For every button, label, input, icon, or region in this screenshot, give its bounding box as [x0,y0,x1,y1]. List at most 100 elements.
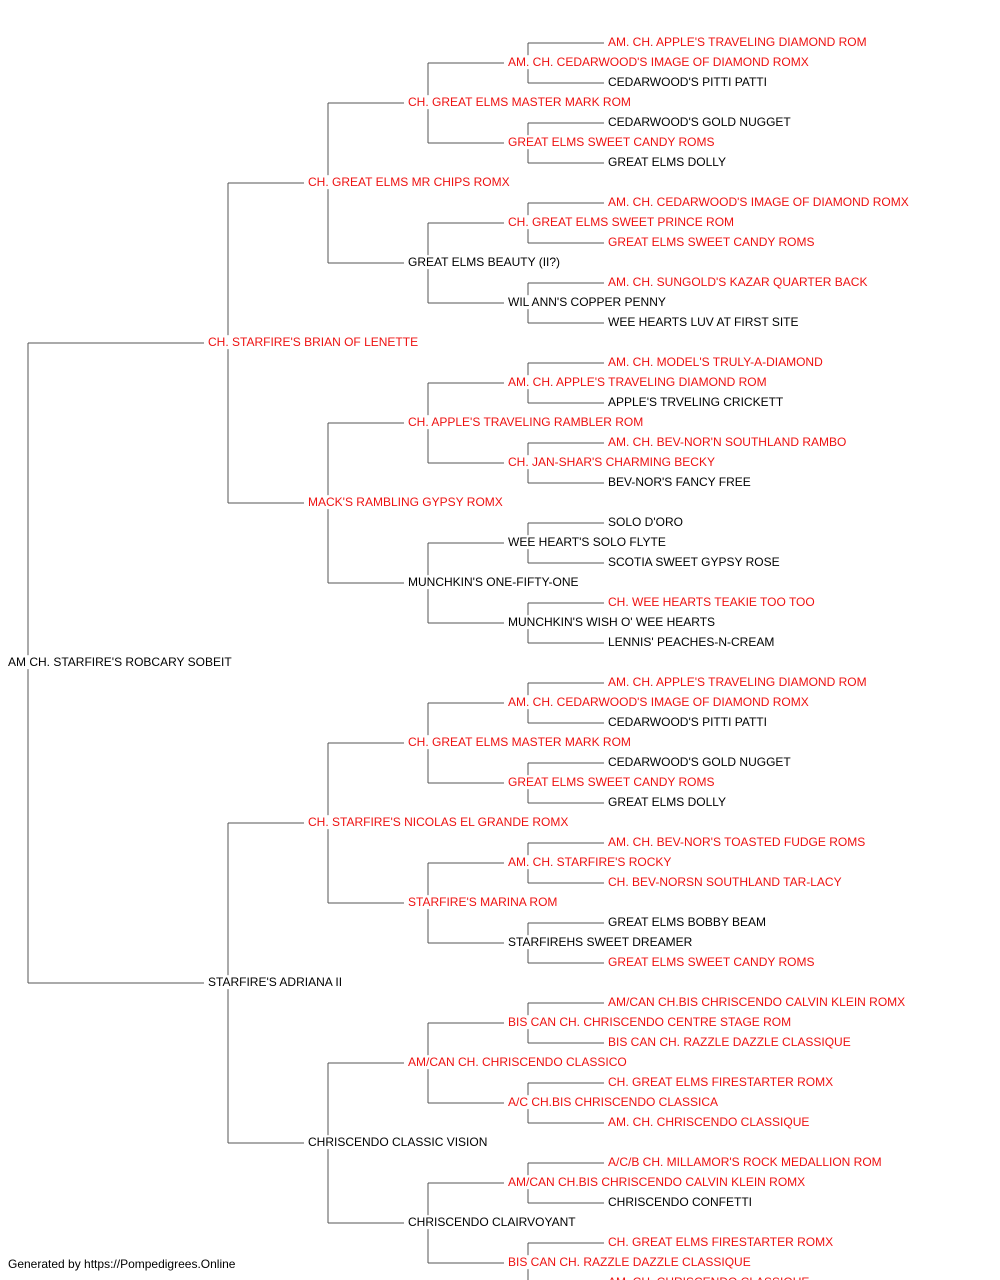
ggg-grandparent-name: CEDARWOOD'S PITTI PATTI [608,75,767,89]
gg-grandparent-name: CH. GREAT ELMS SWEET PRINCE ROM [508,215,734,229]
gg-grandparent-name: BIS CAN CH. CHRISCENDO CENTRE STAGE ROM [508,1015,791,1029]
label-background [406,415,646,430]
label-background [606,195,911,210]
label-background [606,635,777,650]
label-background [506,615,718,630]
label-background [606,1155,884,1170]
label-background [606,995,908,1010]
ggg-grandparent-name: LENNIS' PEACHES-N-CREAM [608,635,774,649]
label-background [606,515,685,530]
gg-grandparent-name: STARFIREHS SWEET DREAMER [508,935,693,949]
gg-grandparent-name: AM. CH. CEDARWOOD'S IMAGE OF DIAMOND ROM… [508,55,809,69]
gg-grandparent-name: WIL ANN'S COPPER PENNY [508,295,666,309]
great-grandparent-name: CH. GREAT ELMS MASTER MARK ROM [408,95,631,109]
gg-grandparent-name: MUNCHKIN'S WISH O' WEE HEARTS [508,615,715,629]
great-grandparent-name: AM/CAN CH. CHRISCENDO CLASSICO [408,1055,627,1069]
ggg-grandparent-name: CH. GREAT ELMS FIRESTARTER ROMX [608,1235,833,1249]
ggg-grandparent-name: APPLE'S TRVELING CRICKETT [608,395,784,409]
grandparent-name: CH. GREAT ELMS MR CHIPS ROMX [308,175,510,189]
label-background [406,735,633,750]
great-grandparent-name: CHRISCENDO CLAIRVOYANT [408,1215,576,1229]
label-background [506,1255,753,1270]
label-background [606,475,753,490]
label-background [306,1135,490,1150]
label-background [606,955,817,970]
ggg-grandparent-name: CH. GREAT ELMS FIRESTARTER ROMX [608,1075,833,1089]
label-background [606,235,817,250]
ggg-grandparent-name: CH. WEE HEARTS TEAKIE TOO TOO [608,595,815,609]
label-background [606,1235,836,1250]
ggg-grandparent-name: WEE HEARTS LUV AT FIRST SITE [608,315,799,329]
ggg-grandparent-name: AM. CH. CEDARWOOD'S IMAGE OF DIAMOND ROM… [608,195,909,209]
great-grandparent-name: STARFIRE'S MARINA ROM [408,895,557,909]
label-background [606,1075,836,1090]
label-background [606,115,794,130]
ggg-grandparent-name: BEV-NOR'S FANCY FREE [608,475,751,489]
label-background [606,315,801,330]
ggg-grandparent-name: GREAT ELMS BOBBY BEAM [608,915,766,929]
great-grandparent-name: GREAT ELMS BEAUTY (II?) [408,255,560,269]
label-background [506,455,717,470]
label-background [606,795,729,810]
ggg-grandparent-name: GREAT ELMS SWEET CANDY ROMS [608,955,814,969]
ggg-grandparent-name: CH. BEV-NORSN SOUTHLAND TAR-LACY [608,875,842,889]
label-background [606,1115,812,1130]
gg-grandparent-name: GREAT ELMS SWEET CANDY ROMS [508,775,714,789]
label-background [506,55,811,70]
label-background [606,395,786,410]
label-background [606,1195,754,1210]
label-background [506,775,717,790]
label-background [506,1015,794,1030]
label-background [506,935,695,950]
ggg-grandparent-name: GREAT ELMS SWEET CANDY ROMS [608,235,814,249]
grandparent-name: CH. STARFIRE'S NICOLAS EL GRANDE ROMX [308,815,568,829]
label-background [606,355,826,370]
gg-grandparent-name: A/C CH.BIS CHRISCENDO CLASSICA [508,1095,718,1109]
label-background [406,1215,579,1230]
ggg-grandparent-name: CEDARWOOD'S GOLD NUGGET [608,115,791,129]
ggg-grandparent-name: GREAT ELMS DOLLY [608,795,726,809]
gg-grandparent-name: AM. CH. CEDARWOOD'S IMAGE OF DIAMOND ROM… [508,695,809,709]
label-background [406,895,560,910]
label-background [306,495,505,510]
label-background [506,135,717,150]
gg-grandparent-name: AM. CH. STARFIRE'S ROCKY [508,855,671,869]
ggg-grandparent-name: A/C/B CH. MILLAMOR'S ROCK MEDALLION ROM [608,1155,882,1169]
label-background [606,595,817,610]
generated-by-footer: Generated by https://Pompedigrees.Online [8,1257,236,1271]
label-background [206,975,345,990]
label-background [406,255,563,270]
label-background [206,335,421,350]
label-background [406,95,633,110]
gg-grandparent-name: AM/CAN CH.BIS CHRISCENDO CALVIN KLEIN RO… [508,1175,805,1189]
great-grandparent-name: CH. APPLE'S TRAVELING RAMBLER ROM [408,415,643,429]
label-background [606,35,869,50]
ggg-grandparent-name: AM. CH. APPLE'S TRAVELING DIAMOND ROM [608,675,867,689]
grandparent-name: MACK'S RAMBLING GYPSY ROMX [308,495,503,509]
label-background [606,755,794,770]
gg-grandparent-name: GREAT ELMS SWEET CANDY ROMS [508,135,714,149]
label-background [406,575,581,590]
ggg-grandparent-name: AM. CH. BEV-NOR'S TOASTED FUDGE ROMS [608,835,865,849]
gg-grandparent-name: AM. CH. APPLE'S TRAVELING DIAMOND ROM [508,375,767,389]
label-background [606,1035,853,1050]
label-background [606,75,769,90]
label-background [606,435,849,450]
label-background [506,295,668,310]
gg-grandparent-name: CH. JAN-SHAR'S CHARMING BECKY [508,455,715,469]
label-background [506,535,668,550]
ggg-grandparent-name: BIS CAN CH. RAZZLE DAZZLE CLASSIQUE [608,1035,851,1049]
label-background [606,715,769,730]
label-background [606,155,729,170]
label-background [306,815,571,830]
label-background [506,1095,721,1110]
ggg-grandparent-name: AM. CH. SUNGOLD'S KAZAR QUARTER BACK [608,275,867,289]
label-background [606,875,844,890]
ggg-grandparent-name: GREAT ELMS DOLLY [608,155,726,169]
label-background [606,675,869,690]
grandparent-name: CHRISCENDO CLASSIC VISION [308,1135,487,1149]
label-background [506,695,811,710]
ggg-grandparent-name: CEDARWOOD'S GOLD NUGGET [608,755,791,769]
